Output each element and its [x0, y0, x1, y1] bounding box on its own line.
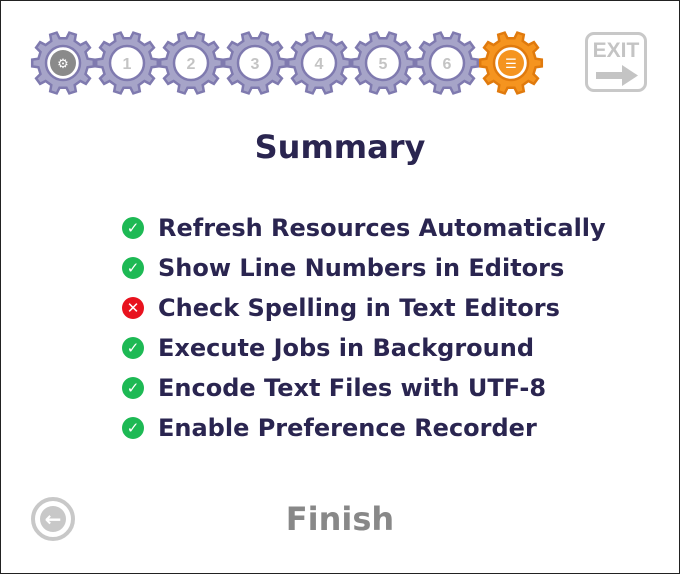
- settings-icon: [50, 50, 76, 76]
- check-icon: ✓: [122, 377, 144, 399]
- step-1-gear: 1: [94, 31, 160, 95]
- step-number: 3: [251, 56, 260, 73]
- step-number: 4: [315, 56, 324, 73]
- arrow-left-icon: ←: [40, 506, 66, 532]
- arrow-right-icon: [596, 65, 638, 86]
- step-number: 1: [123, 56, 132, 73]
- step-number: 5: [379, 56, 388, 73]
- step-3-gear: 3: [222, 31, 288, 95]
- check-icon: ✓: [122, 257, 144, 279]
- error-icon: ✕: [122, 297, 144, 319]
- svg-text:☰: ☰: [505, 57, 517, 72]
- exit-button[interactable]: EXIT: [585, 32, 647, 92]
- summary-item-label: Encode Text Files with UTF-8: [158, 374, 547, 402]
- page-title: Summary: [254, 128, 426, 166]
- check-icon: ✓: [122, 217, 144, 239]
- summary-item-label: Enable Preference Recorder: [158, 414, 537, 442]
- checklist-icon: [498, 50, 524, 76]
- summary-item-label: Execute Jobs in Background: [158, 334, 535, 362]
- summary-item: ✕ Check Spelling in Text Editors: [122, 288, 606, 328]
- summary-item: ✓ Show Line Numbers in Editors: [122, 248, 606, 288]
- step-settings-icon-gear: ⚙: [30, 31, 96, 95]
- step-5-gear: 5: [350, 31, 416, 95]
- exit-label: EXIT: [592, 39, 640, 62]
- summary-list: ✓ Refresh Resources Automatically ✓ Show Li…: [122, 208, 606, 448]
- step-2-gear: 2: [158, 31, 224, 95]
- step-number: 6: [443, 56, 452, 73]
- summary-item: ✓ Execute Jobs in Background: [122, 328, 606, 368]
- summary-item: ✓ Encode Text Files with UTF-8: [122, 368, 606, 408]
- summary-item: ✓ Enable Preference Recorder: [122, 408, 606, 448]
- step-progress: ⚙ 1 2 3 4 5 6 ☰: [30, 31, 544, 95]
- step-4-gear: 4: [286, 31, 352, 95]
- step-checklist-icon-gear: ☰: [478, 31, 544, 95]
- finish-button[interactable]: Finish: [285, 500, 395, 538]
- check-icon: ✓: [122, 417, 144, 439]
- summary-item: ✓ Refresh Resources Automatically: [122, 208, 606, 248]
- check-icon: ✓: [122, 337, 144, 359]
- svg-text:⚙: ⚙: [57, 57, 69, 72]
- back-button[interactable]: ←: [31, 497, 75, 541]
- step-number: 2: [187, 56, 196, 73]
- summary-item-label: Show Line Numbers in Editors: [158, 254, 565, 282]
- summary-item-label: Refresh Resources Automatically: [158, 214, 606, 242]
- step-6-gear: 6: [414, 31, 480, 95]
- summary-item-label: Check Spelling in Text Editors: [158, 294, 560, 322]
